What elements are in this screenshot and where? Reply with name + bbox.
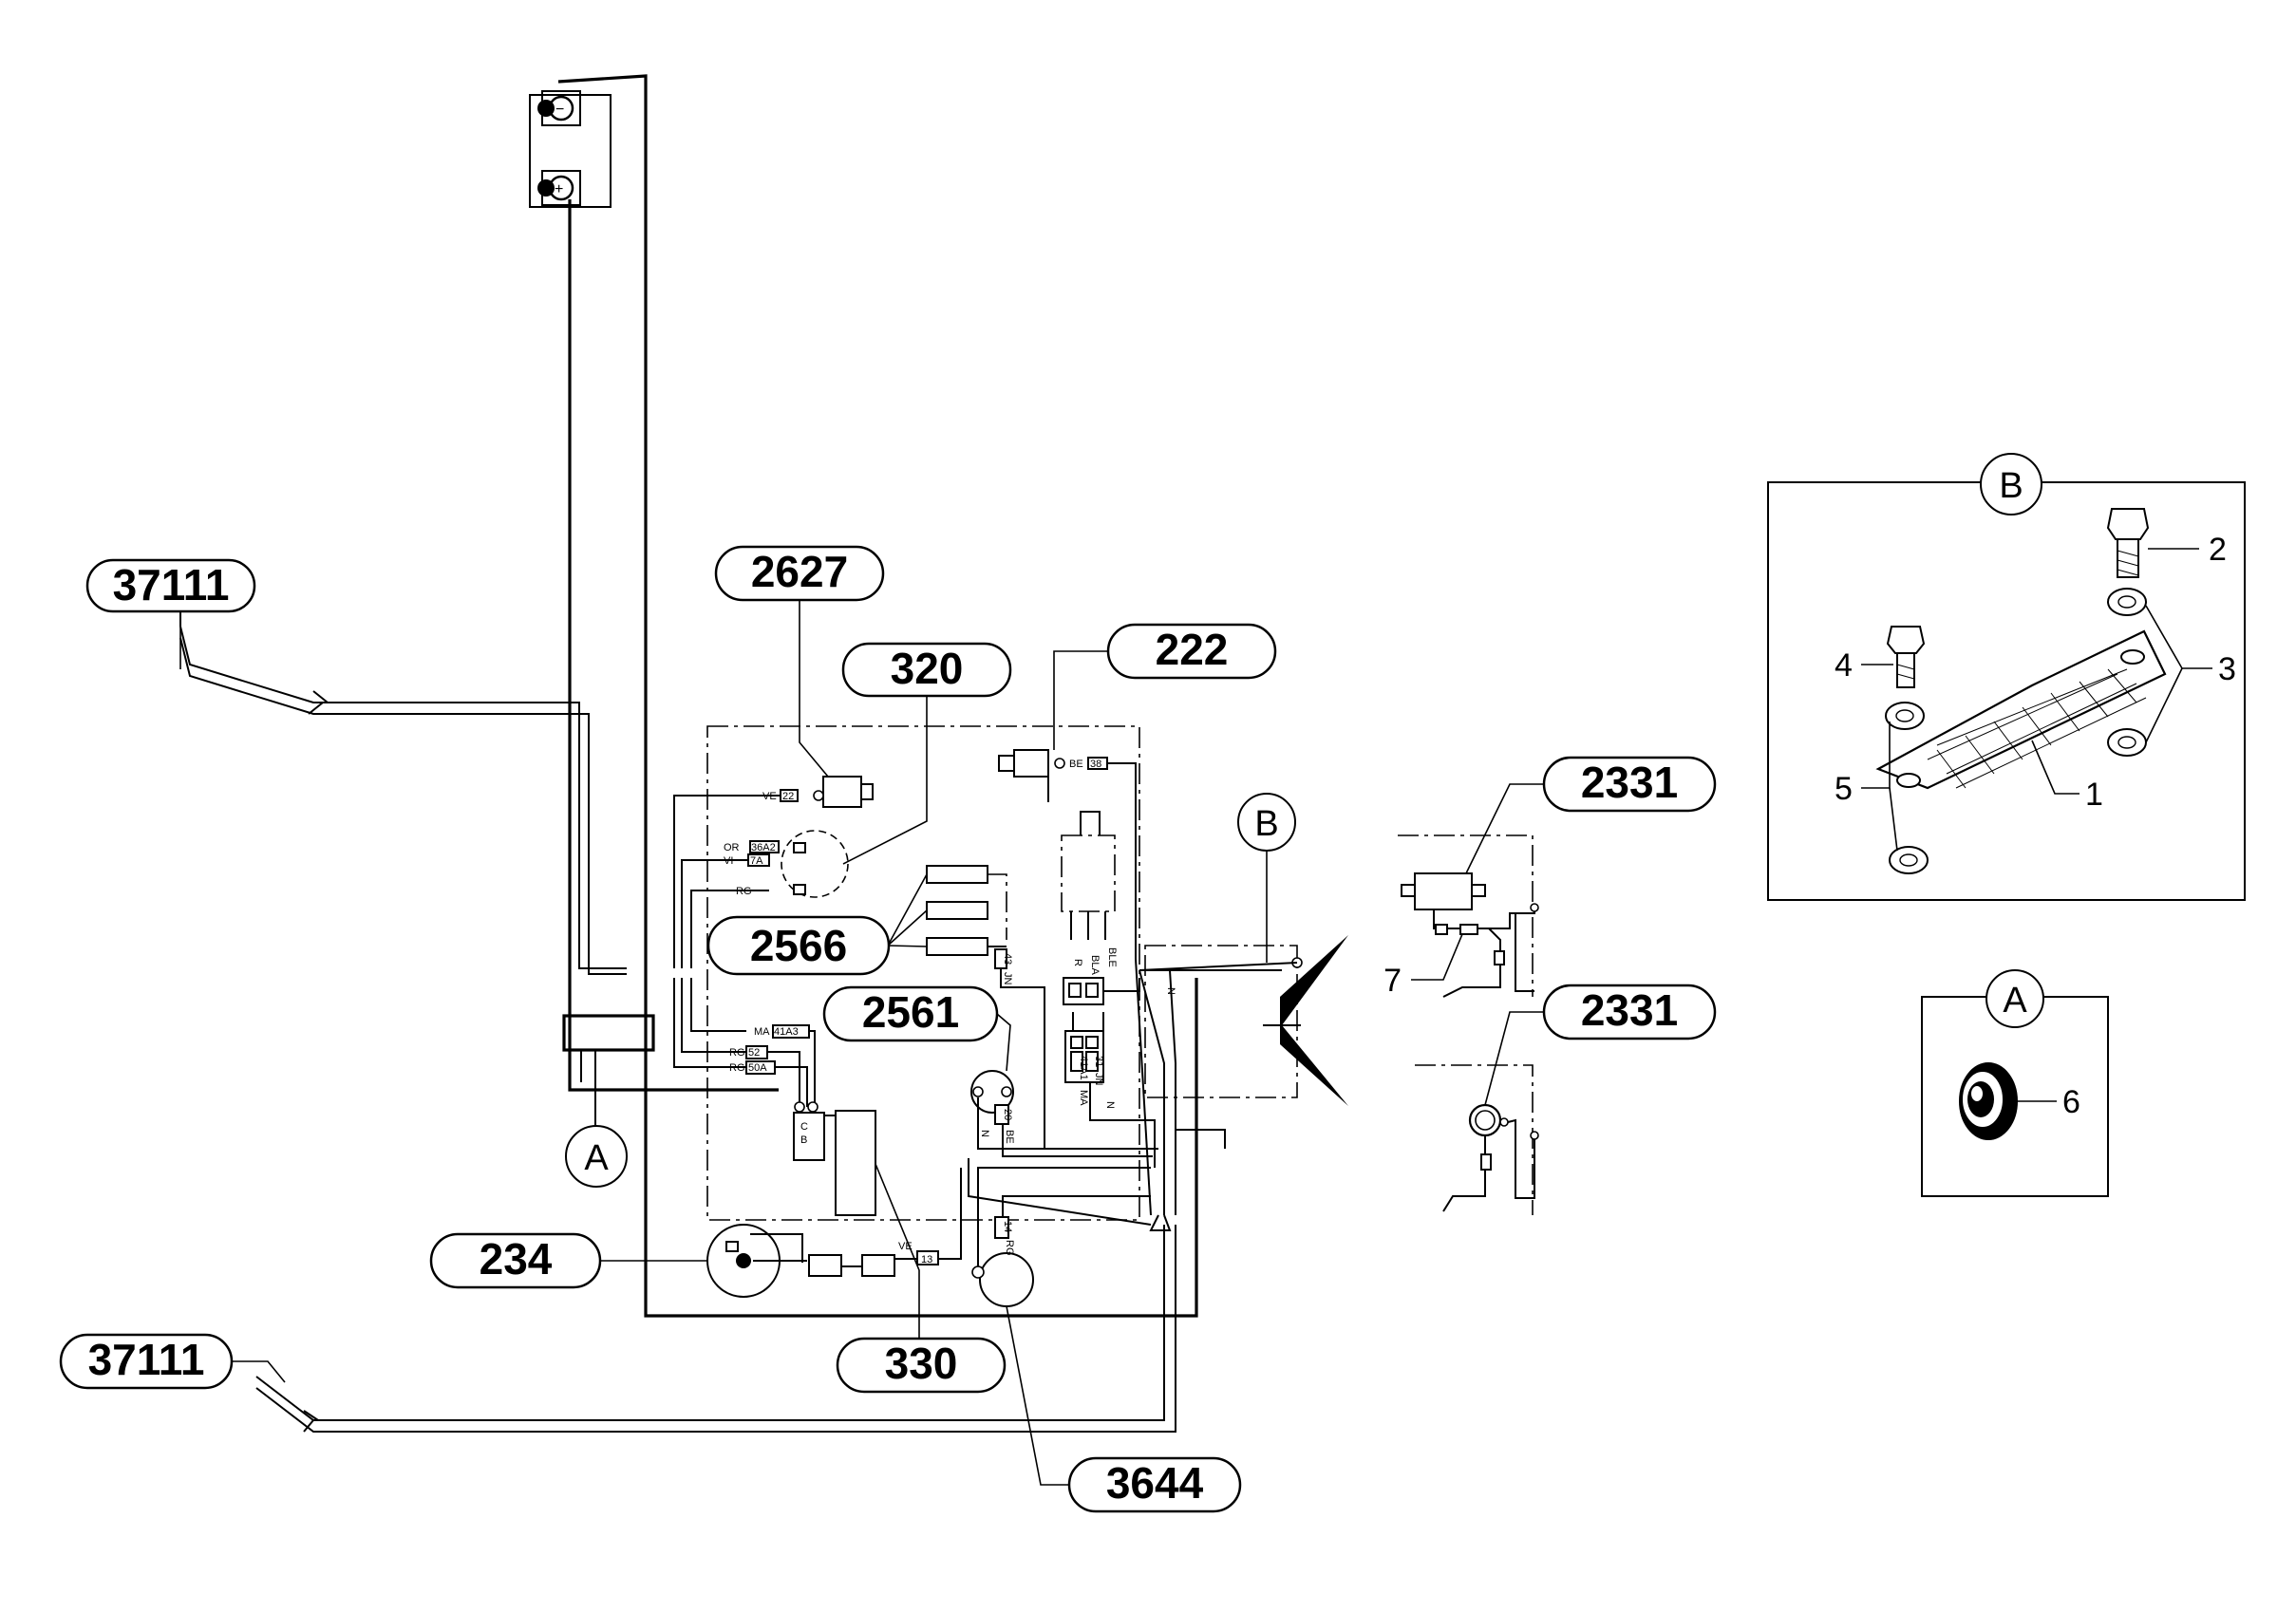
component-234: VE 13 (706, 1168, 962, 1298)
svg-text:3644: 3644 (1106, 1458, 1204, 1508)
wire-code-bla: BLA (1089, 955, 1101, 975)
wire-num-38: 38 (1090, 759, 1101, 770)
wire-code-jn-31: JN (1093, 1073, 1104, 1086)
wire-code-be: BE (1069, 759, 1083, 770)
sensor-222: BE 38 (998, 749, 1137, 959)
wire-num-41a1: 41A1 (1078, 1056, 1089, 1080)
svg-text:2561: 2561 (862, 987, 959, 1037)
detail-a-marker: A (565, 1125, 628, 1188)
wire-bundle: N (968, 958, 1282, 1231)
wire-code-r: R (1072, 959, 1083, 966)
svg-text:234: 234 (480, 1234, 553, 1284)
part-6: 6 (2062, 1084, 2080, 1120)
component-320: OR 36A2 VI 7A RG (681, 830, 849, 968)
wire-code-jn: JN (1002, 972, 1013, 985)
detail-a-box: A 6 (1921, 969, 2109, 1197)
svg-text:2331: 2331 (1581, 758, 1678, 807)
svg-text:330: 330 (885, 1339, 958, 1388)
wire-code-be-20: BE (1004, 1130, 1015, 1144)
label-c: C (800, 1121, 808, 1133)
callout-2331-lower: 2331 (1542, 984, 1717, 1040)
svg-text:2627: 2627 (751, 547, 848, 596)
ground-strap-part-1 (1875, 629, 2167, 790)
sub-diagram-2331-upper (1398, 834, 1539, 998)
part-3: 3 (2218, 651, 2236, 687)
svg-text:2331: 2331 (1581, 985, 1678, 1035)
sensor-2561: 20 BE N (970, 1070, 1153, 1157)
main-wire-frame (557, 74, 1198, 1318)
callout-222: 222 (1106, 623, 1277, 680)
callout-320: 320 (841, 642, 1012, 698)
wire-num-31: 31 (1093, 1056, 1104, 1067)
svg-text:222: 222 (1156, 625, 1229, 674)
wire-code-ma: MA (754, 1026, 770, 1038)
part-1: 1 (2085, 777, 2103, 813)
svg-text:37111: 37111 (113, 560, 230, 609)
callout-234: 234 (429, 1232, 602, 1289)
wire-num-14: 14 (1002, 1221, 1013, 1232)
svg-text:2566: 2566 (750, 921, 847, 970)
wire-num-13: 13 (921, 1254, 932, 1265)
wire-code-ma-41a1: MA (1078, 1090, 1089, 1106)
wire-num-36a2: 36A2 (751, 842, 776, 853)
washer-part-5-top (1885, 702, 1925, 730)
svg-text:+: + (555, 181, 563, 197)
svg-text:B: B (1254, 804, 1278, 844)
washer-part-5-bottom (1889, 846, 1929, 874)
grommet-part-6 (1959, 1062, 2018, 1140)
bolt-part-4 (1886, 626, 1926, 688)
harness-wires (179, 611, 1176, 1433)
svg-text:N: N (1165, 987, 1176, 995)
part-7: 7 (1383, 963, 1402, 999)
callout-2561: 2561 (822, 985, 999, 1042)
wire-num-50a: 50A (748, 1062, 767, 1074)
callout-2627: 2627 (714, 545, 885, 602)
part-5: 5 (1835, 771, 1853, 807)
wire-code-ble: BLE (1106, 947, 1118, 967)
connector-block-cb: MA 41A3 RG 52 RG 50A C B (673, 978, 876, 1216)
wire-num-22: 22 (782, 791, 794, 802)
wire-num-41a3: 41A3 (774, 1026, 799, 1038)
callout-37111-top: 37111 (85, 558, 256, 613)
part-4: 4 (1835, 647, 1853, 684)
washer-part-3-top (2107, 588, 2147, 616)
relay-block: R BLA BLE (1061, 811, 1140, 1005)
wire-code-n-1: N (1104, 1101, 1116, 1109)
callout-2566: 2566 (706, 915, 891, 976)
part-2: 2 (2209, 532, 2227, 568)
bolt-part-2 (2106, 508, 2150, 578)
svg-text:37111: 37111 (88, 1335, 205, 1384)
detail-b-box: B (1767, 453, 2246, 901)
svg-text:A: A (584, 1138, 609, 1178)
callout-2331-upper: 2331 (1542, 756, 1717, 813)
callout-37111-bottom: 37111 (59, 1333, 234, 1390)
wire-num-20: 20 (1002, 1109, 1013, 1120)
wire-code-rg-14: RG (1004, 1240, 1015, 1256)
wire-num-7a: 7A (750, 855, 763, 867)
svg-text:B: B (1999, 466, 2023, 506)
connector-jn-ma: 41A1 MA 31 JN N (1064, 1012, 1156, 1168)
svg-text:A: A (2003, 981, 2027, 1021)
callout-330: 330 (836, 1337, 1007, 1394)
svg-text:320: 320 (891, 644, 964, 693)
sub-diagram-2331-lower (1415, 1064, 1539, 1215)
svg-text:−: − (555, 102, 564, 118)
wire-num-52: 52 (748, 1047, 760, 1059)
callout-3644: 3644 (1067, 1456, 1242, 1513)
detail-b-marker: B (1237, 793, 1296, 852)
washer-part-3-bottom (2107, 728, 2147, 757)
sensor-3644: 14 RG (971, 1195, 1151, 1307)
label-b: B (800, 1134, 807, 1146)
wire-code-n: N (979, 1130, 990, 1137)
battery: − + (529, 90, 612, 208)
detail-b-region (1139, 935, 1348, 1106)
sensor-2627: VE 22 (673, 776, 874, 968)
wire-num-43: 43 (1002, 953, 1013, 965)
wire-code-or: OR (724, 842, 740, 853)
